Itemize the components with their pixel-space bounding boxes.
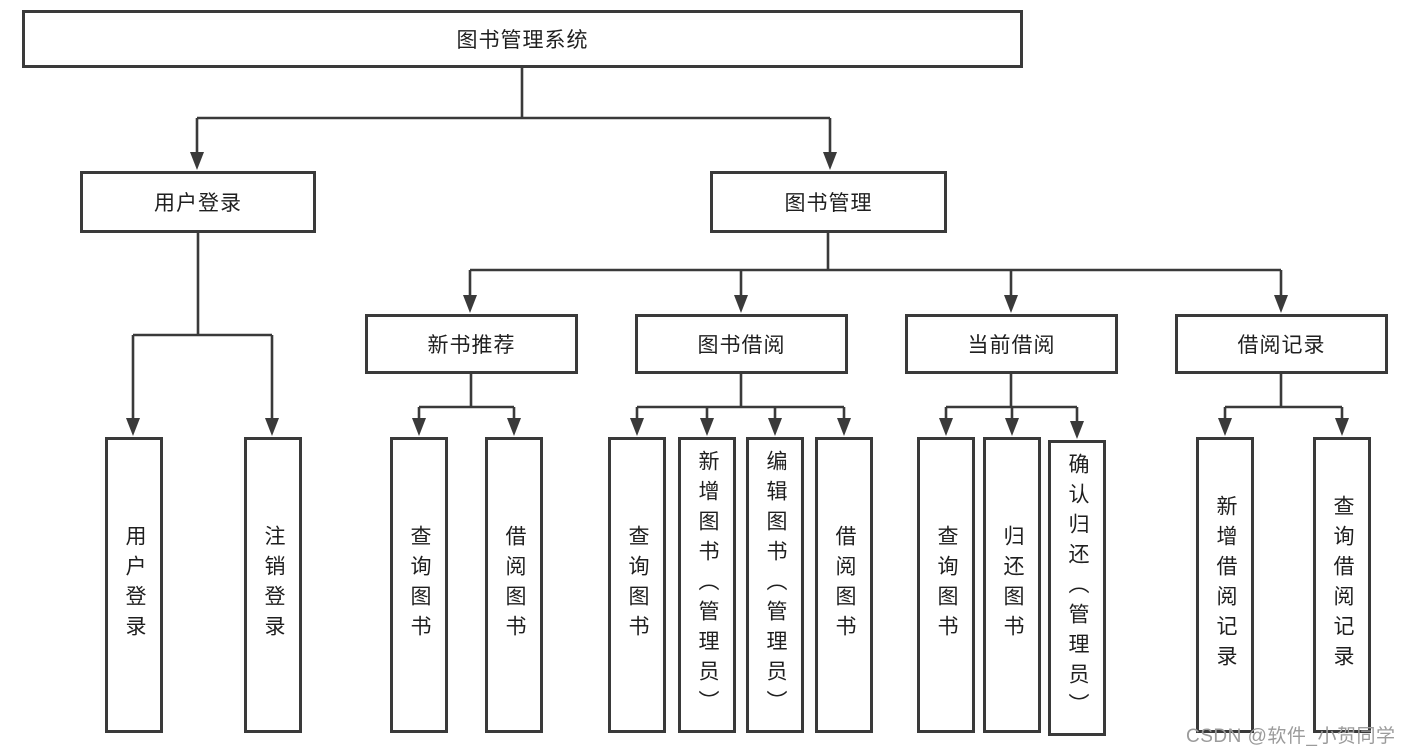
connector-login-to-leaves bbox=[126, 233, 279, 436]
node-user-login-label: 用户登录 bbox=[154, 192, 242, 215]
arrowhead bbox=[1005, 418, 1019, 436]
node-new-book-recommend-label: 新书推荐 bbox=[427, 334, 516, 357]
arrowhead bbox=[630, 418, 644, 436]
connector-line bbox=[1223, 374, 1344, 420]
connector-newbook-to-leaves bbox=[412, 374, 521, 436]
connector-mgmt-to-level3 bbox=[463, 233, 1288, 313]
leaf-current-query-books: 查询图书 bbox=[917, 437, 975, 733]
arrowhead bbox=[265, 418, 279, 436]
leaf-add-books-admin: 新增图书（管理员） bbox=[678, 437, 736, 733]
node-user-login: 用户登录 bbox=[80, 171, 316, 233]
connector-line bbox=[131, 233, 274, 420]
node-new-book-recommend: 新书推荐 bbox=[365, 314, 578, 374]
leaf-logout: 注销登录 bbox=[244, 437, 302, 733]
connector-line bbox=[944, 374, 1079, 423]
node-borrow-records: 借阅记录 bbox=[1175, 314, 1388, 374]
arrowhead bbox=[700, 418, 714, 436]
node-book-borrow-label: 图书借阅 bbox=[697, 334, 786, 357]
connector-current-to-leaves bbox=[939, 374, 1084, 439]
arrowhead bbox=[507, 418, 521, 436]
node-current-borrow: 当前借阅 bbox=[905, 314, 1118, 374]
arrowhead bbox=[1070, 421, 1084, 439]
leaf-user-login: 用户登录 bbox=[105, 437, 163, 733]
arrowhead bbox=[190, 152, 204, 170]
connector-records-to-leaves bbox=[1218, 374, 1349, 436]
arrowhead bbox=[1335, 418, 1349, 436]
node-book-management-label: 图书管理 bbox=[784, 192, 873, 215]
connector-line bbox=[417, 374, 516, 420]
node-root-label: 图书管理系统 bbox=[456, 29, 589, 52]
node-borrow-records-label: 借阅记录 bbox=[1237, 334, 1326, 357]
watermark: CSDN @软件_小贺同学 bbox=[1186, 726, 1396, 747]
connector-root-to-level2 bbox=[190, 68, 837, 170]
leaf-borrow-query-books: 查询图书 bbox=[608, 437, 666, 733]
leaf-borrow-books: 借阅图书 bbox=[815, 437, 873, 733]
arrowhead bbox=[823, 152, 837, 170]
arrowhead bbox=[939, 418, 953, 436]
arrowhead bbox=[768, 418, 782, 436]
arrowhead bbox=[837, 418, 851, 436]
connector-line bbox=[468, 233, 1283, 297]
leaf-return-books: 归还图书 bbox=[983, 437, 1041, 733]
leaf-edit-books-admin: 编辑图书（管理员） bbox=[746, 437, 804, 733]
connector-line bbox=[635, 374, 846, 420]
arrowhead bbox=[463, 295, 477, 313]
node-book-borrow: 图书借阅 bbox=[635, 314, 848, 374]
node-current-borrow-label: 当前借阅 bbox=[967, 334, 1056, 357]
arrowhead bbox=[412, 418, 426, 436]
node-book-management: 图书管理 bbox=[710, 171, 947, 233]
node-root: 图书管理系统 bbox=[22, 10, 1023, 68]
leaf-query-borrow-record: 查询借阅记录 bbox=[1313, 437, 1371, 733]
connector-line bbox=[195, 68, 832, 154]
arrowhead bbox=[1274, 295, 1288, 313]
arrowhead bbox=[1218, 418, 1232, 436]
leaf-newbook-borrow-books: 借阅图书 bbox=[485, 437, 543, 733]
arrowhead bbox=[734, 295, 748, 313]
leaf-newbook-query-books: 查询图书 bbox=[390, 437, 448, 733]
arrowhead bbox=[126, 418, 140, 436]
leaf-add-borrow-record: 新增借阅记录 bbox=[1196, 437, 1254, 733]
connector-borrow-to-leaves bbox=[630, 374, 851, 436]
leaf-confirm-return-admin: 确认归还（管理员） bbox=[1048, 440, 1106, 736]
arrowhead bbox=[1004, 295, 1018, 313]
